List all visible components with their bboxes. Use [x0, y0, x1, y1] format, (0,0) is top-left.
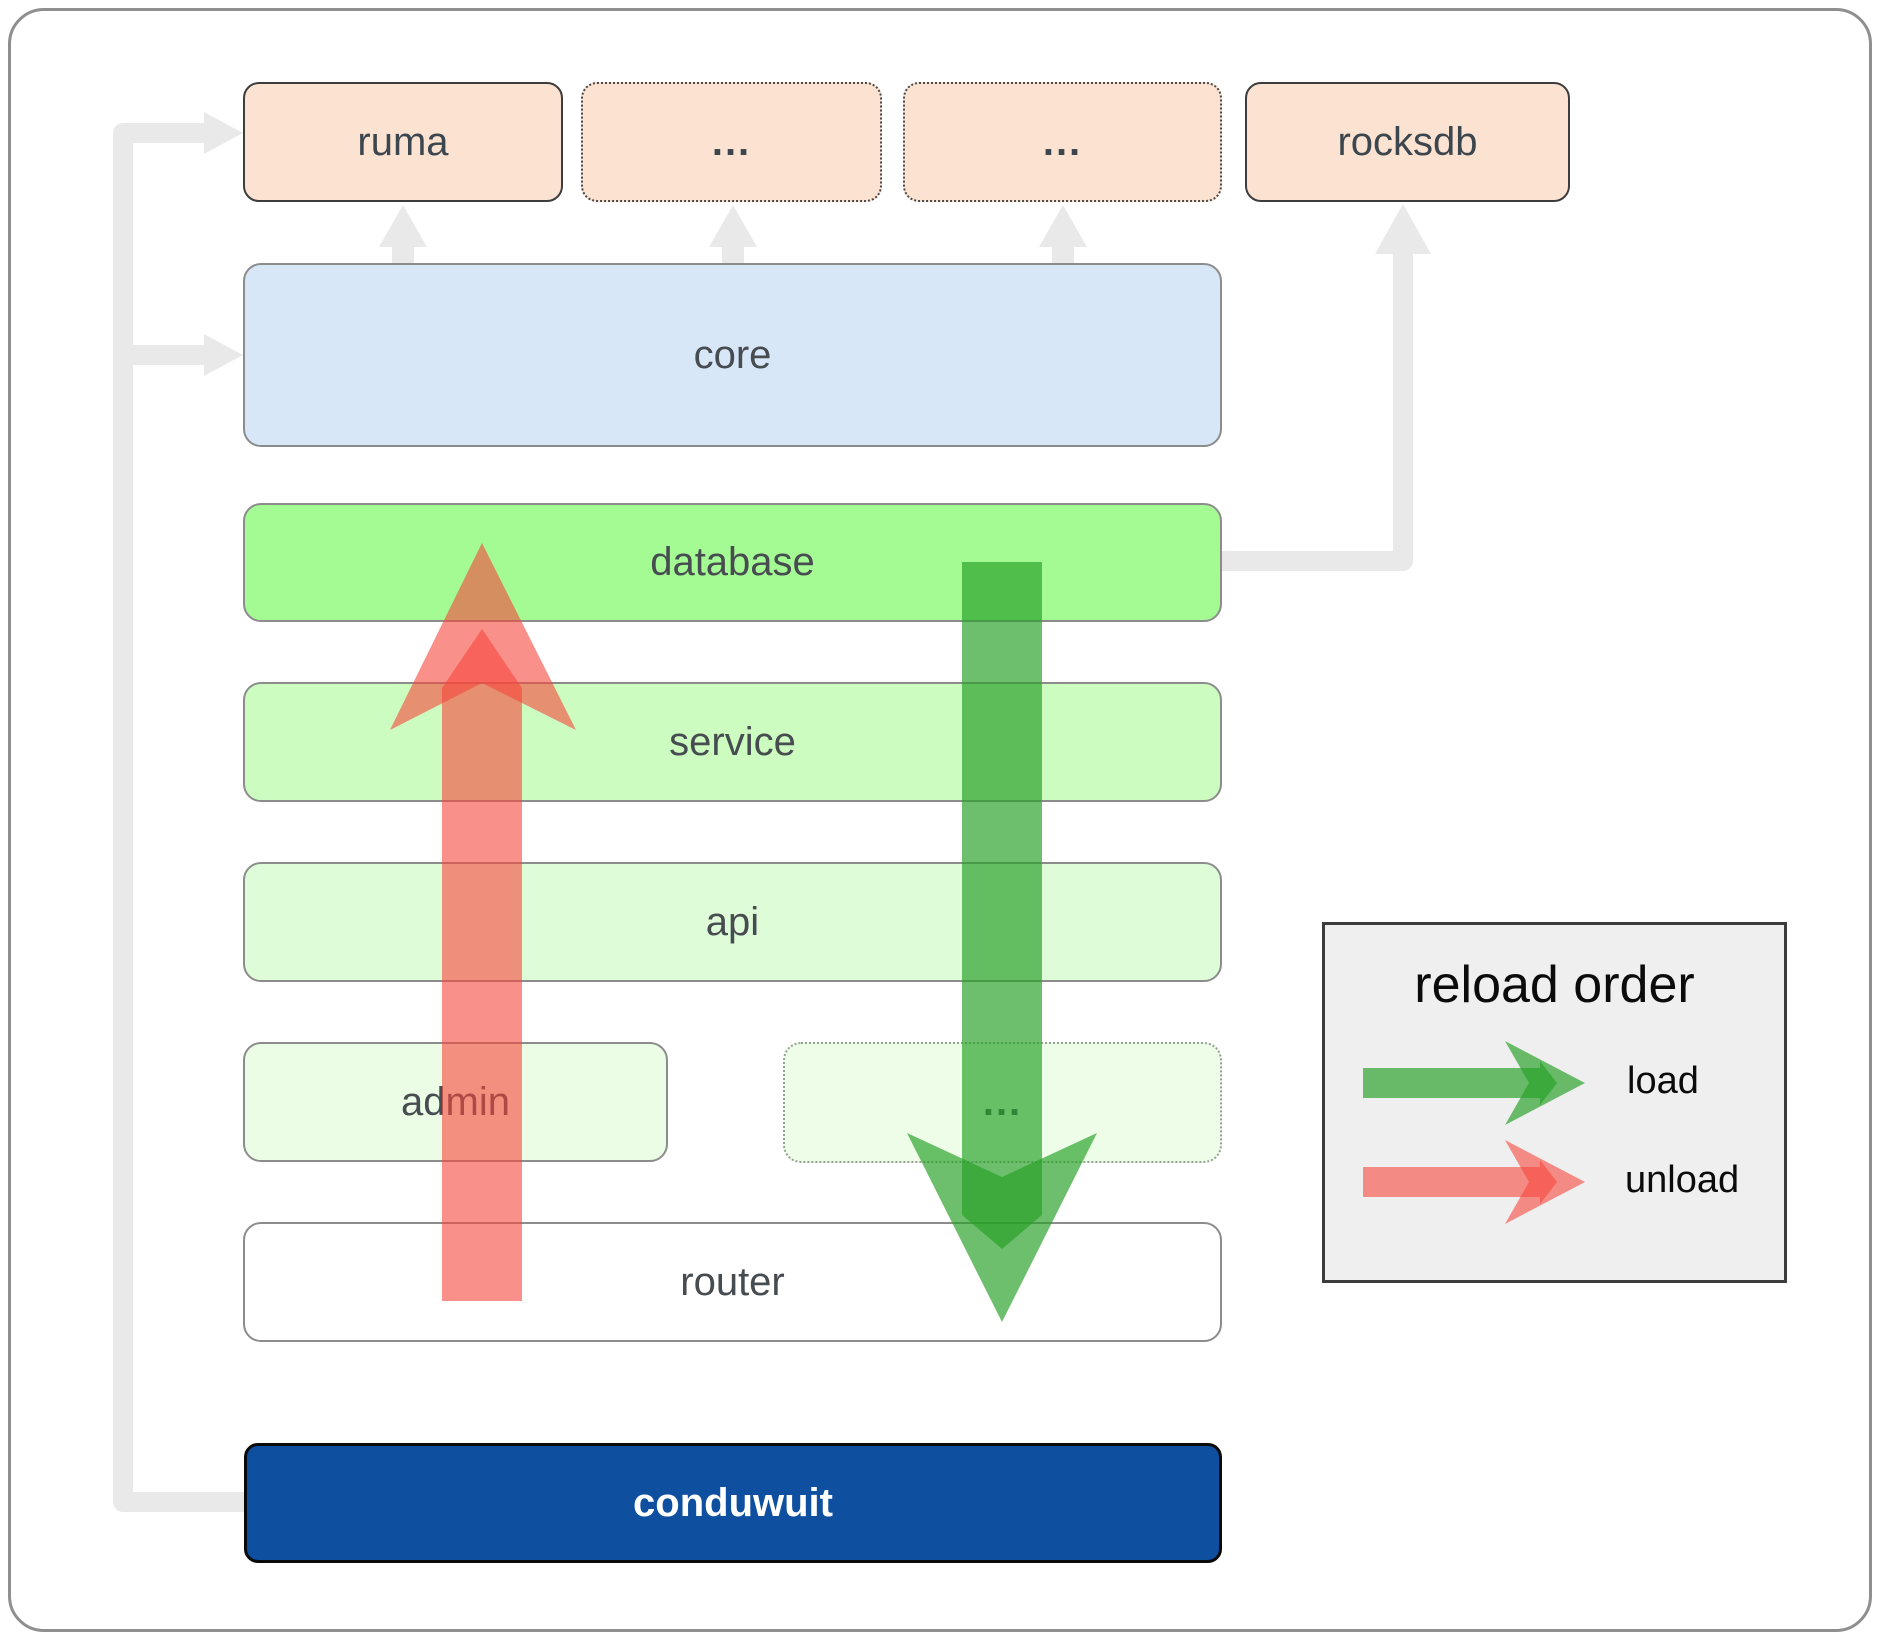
node-service: service [243, 682, 1222, 802]
node-admin: admin [243, 1042, 668, 1162]
node-service-label: service [669, 719, 796, 764]
node-admin-more-label: ... [982, 1080, 1023, 1124]
node-router-label: router [680, 1259, 785, 1304]
node-ruma: ruma [243, 82, 563, 202]
legend-unload-label: unload [1625, 1159, 1740, 1201]
node-rocksdb-label: rocksdb [1337, 119, 1478, 164]
outer-frame [8, 8, 1872, 1632]
node-admin-label: admin [401, 1079, 510, 1124]
node-dependency-a: ... [581, 82, 882, 202]
node-core-label: core [693, 332, 772, 377]
legend-load-label: load [1627, 1060, 1699, 1102]
node-admin-more: ... [783, 1042, 1222, 1163]
node-conduwuit: conduwuit [244, 1443, 1222, 1563]
node-conduwuit-label: conduwuit [633, 1480, 833, 1525]
node-database: database [243, 503, 1222, 622]
node-dependency-b: ... [903, 82, 1222, 202]
node-rocksdb: rocksdb [1245, 82, 1570, 202]
legend-box: reload order [1322, 922, 1787, 1283]
node-dependency-a-label: ... [711, 119, 752, 164]
node-ruma-label: ruma [357, 119, 449, 164]
node-api-label: api [705, 899, 760, 944]
node-database-label: database [650, 540, 815, 584]
node-core: core [243, 263, 1222, 447]
node-api: api [243, 862, 1222, 982]
node-router: router [243, 1222, 1222, 1342]
node-dependency-b-label: ... [1042, 119, 1083, 164]
legend-title: reload order [1414, 956, 1695, 1014]
